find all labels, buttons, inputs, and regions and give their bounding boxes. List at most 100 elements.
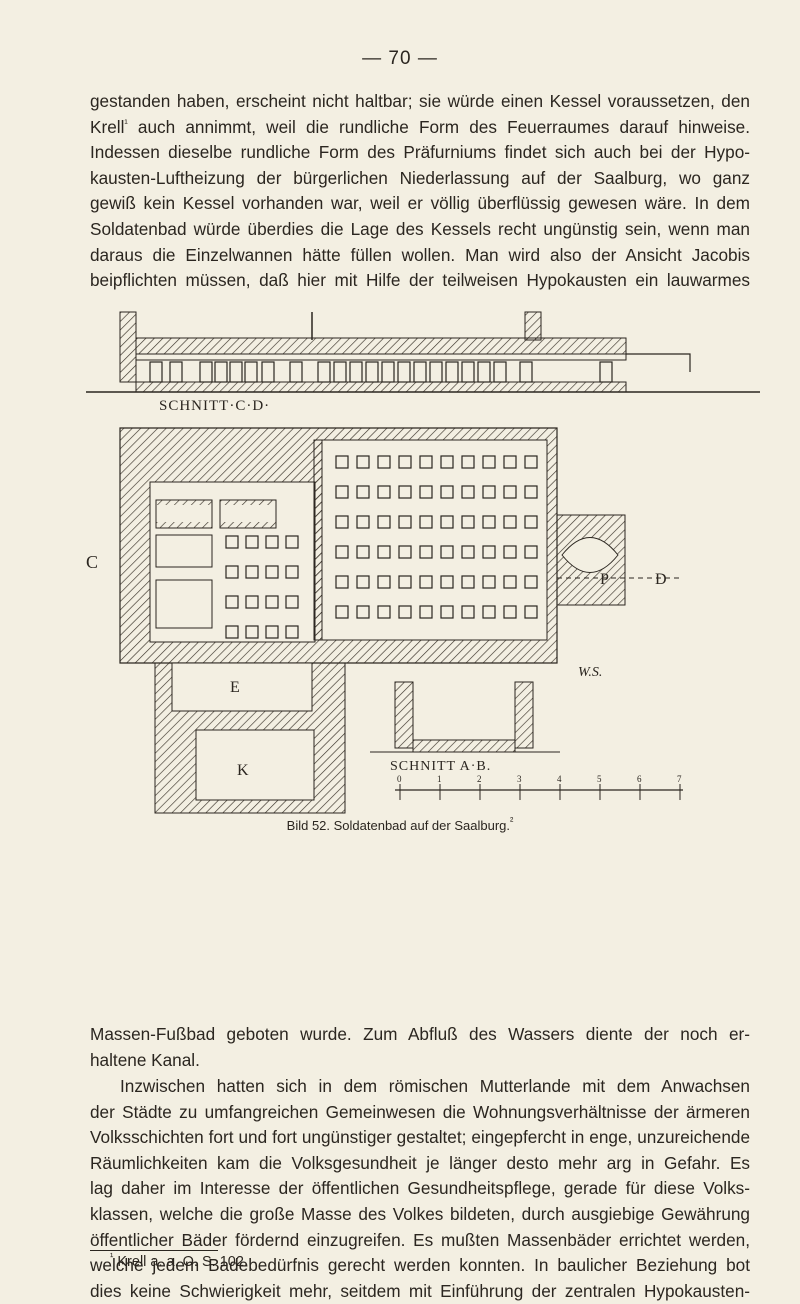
pila-square (285, 565, 299, 579)
pila-square (225, 625, 239, 639)
pila-square (356, 575, 370, 589)
text-line: Krell¹ auch annimmt, weil die rundliche … (90, 115, 750, 141)
label-k: K (237, 762, 249, 779)
caption-footnote-ref: ² (510, 816, 514, 828)
pila-square (482, 455, 496, 469)
pila-square (335, 575, 349, 589)
text-line: kausten-Luftheizung der bürgerlichen Nie… (90, 167, 750, 188)
label-e: E (230, 679, 240, 696)
pila-square (503, 575, 517, 589)
pila-square (461, 455, 475, 469)
section-cd-drawing: SCHNITT·C·D· (86, 311, 760, 414)
pila-square (419, 515, 433, 529)
pila-square (398, 545, 412, 559)
line-rest: auch annimmt, weil die rundliche Form de… (127, 116, 750, 137)
pila-square (524, 515, 538, 529)
pila-square (265, 595, 279, 609)
pila-square (503, 605, 517, 619)
pila-square (245, 595, 259, 609)
floor-plan-figure: SCHNITT·C·D· P D C W.S. E K (86, 311, 760, 814)
pila-square (419, 545, 433, 559)
pila-square (265, 565, 279, 579)
pila-square (440, 455, 454, 469)
text-line: haltene Kanal. (90, 1049, 200, 1070)
text-line: daraus die Einzelwannen hätte füllen wol… (90, 244, 750, 265)
scale-number: 0 (397, 774, 402, 784)
paragraph-middle: Massen-Fußbad geboten wurde. Zum Abfluß … (90, 1022, 750, 1073)
figure-caption: Bild 52. Soldatenbad auf der Saalburg.² (0, 816, 800, 833)
pila-square (419, 575, 433, 589)
label-d: D (655, 571, 667, 588)
pila-square (398, 575, 412, 589)
text-line: öffentlicher Bäder fördernd einzugreifen… (90, 1229, 750, 1250)
scale-number: 4 (557, 774, 562, 784)
pila-square (335, 605, 349, 619)
pila-square (524, 575, 538, 589)
scale-number: 6 (637, 774, 642, 784)
pila-square (356, 485, 370, 499)
pila-square (245, 625, 259, 639)
text-line: gestanden haben, erscheint nicht haltbar… (90, 91, 750, 111)
pila-square (335, 545, 349, 559)
pila-square (524, 485, 538, 499)
pila-square (398, 485, 412, 499)
text-line: dies keine Schwierigkeit mehr, seitdem m… (90, 1280, 750, 1301)
pila-square (225, 535, 239, 549)
pila-square (377, 545, 391, 559)
pila-square (503, 485, 517, 499)
scale-number: 7 (677, 774, 682, 784)
footnote-number: ¹ (110, 1252, 114, 1264)
pila-square (461, 545, 475, 559)
text-line: beipflichten müssen, daß hier mit Hilfe … (90, 270, 750, 291)
pila-square (377, 485, 391, 499)
label-c: C (86, 552, 98, 572)
pila-square (440, 575, 454, 589)
pila-square (225, 565, 239, 579)
paragraph-bottom: Inzwischen hatten sich in dem römischen … (90, 1074, 750, 1304)
pila-square (377, 455, 391, 469)
footnote-ref: ¹ (124, 117, 128, 129)
footnote-rule (90, 1250, 218, 1251)
section-cd-label: SCHNITT·C·D· (159, 398, 270, 414)
paragraph-top: gestanden haben, erscheint nicht haltbar… (90, 89, 750, 294)
text-line: Soldatenbad würde überdies die Lage des … (90, 218, 750, 239)
footnote: ¹ Krell a. a. O. S. 102. (110, 1252, 248, 1270)
text-line: Inzwischen hatten sich in dem römischen … (120, 1076, 750, 1096)
pila-square (440, 515, 454, 529)
pila-square (419, 605, 433, 619)
pila-square (245, 565, 259, 579)
section-ab-label: SCHNITT A·B. (390, 759, 491, 774)
pila-square (461, 515, 475, 529)
label-p: P (600, 571, 609, 588)
scale-number: 1 (437, 774, 442, 784)
text-line: Volksschichten fort und fort ungünstiger… (90, 1127, 750, 1148)
scale-number: 2 (477, 774, 482, 784)
scale-number: 3 (517, 774, 522, 784)
pila-square (285, 595, 299, 609)
pila-square (440, 545, 454, 559)
pila-square (398, 515, 412, 529)
text-line: Massen-Fußbad geboten wurde. Zum Abfluß … (90, 1024, 750, 1044)
pila-square (285, 625, 299, 639)
pila-square (377, 575, 391, 589)
pila-square (440, 605, 454, 619)
pila-square (482, 575, 496, 589)
pila-square (335, 485, 349, 499)
pila-square (265, 535, 279, 549)
pila-square (335, 455, 349, 469)
text-line: klassen, welche die große Masse des Volk… (90, 1203, 750, 1224)
caption-text: Bild 52. Soldatenbad auf der Saalburg. (286, 818, 510, 833)
text-line: Räumlichkeiten kam die Volksgesundheit j… (90, 1152, 750, 1173)
pila-square (285, 535, 299, 549)
pila-square (225, 595, 239, 609)
pila-square (356, 605, 370, 619)
pila-square (461, 485, 475, 499)
pila-square (524, 455, 538, 469)
label-ws: W.S. (578, 665, 602, 680)
pila-square (482, 515, 496, 529)
pila-square (398, 455, 412, 469)
pila-square (482, 485, 496, 499)
pila-square (335, 515, 349, 529)
author-krell: Krell (90, 116, 125, 137)
